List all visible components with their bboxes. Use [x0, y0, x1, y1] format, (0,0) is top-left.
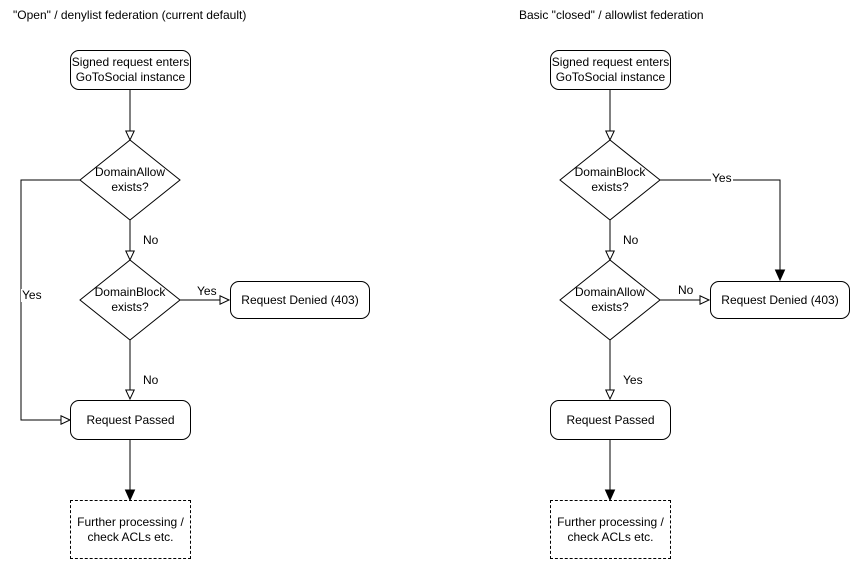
- right-decision1-diamond: [559, 139, 661, 221]
- left-arrowhead-into-passed-side: [60, 415, 72, 425]
- left-arrowhead-into-decision2: [125, 250, 135, 262]
- right-decision1-label: DomainBlock exists?: [574, 165, 646, 194]
- right-arrowhead-into-passed: [605, 389, 615, 401]
- left-decision2-yes-label: Yes: [196, 284, 218, 298]
- left-arrowhead-into-denied: [219, 295, 231, 305]
- left-decision2-no-label: No: [142, 373, 160, 387]
- left-decision1-no-label: No: [142, 233, 160, 247]
- left-further-node: Further processing / check ACLs etc.: [70, 500, 191, 559]
- right-decision1-no-label: No: [622, 233, 640, 247]
- right-arrowhead-into-decision2: [605, 250, 615, 262]
- left-arrowhead-into-decision1: [125, 130, 135, 142]
- right-diagram-title: Basic "closed" / allowlist federation: [519, 8, 704, 22]
- right-denied-node: Request Denied (403): [710, 281, 850, 319]
- left-arrowhead-into-passed: [125, 389, 135, 401]
- right-decision2-label: DomainAllow exists?: [574, 285, 646, 314]
- right-decision2-diamond: [559, 259, 661, 341]
- left-denied-node: Request Denied (403): [230, 281, 370, 319]
- left-decision1-label: DomainAllow exists?: [94, 165, 166, 194]
- left-diagram-title: "Open" / denylist federation (current de…: [13, 8, 247, 22]
- right-arrowhead-into-decision1: [605, 130, 615, 142]
- left-decision2-diamond: [79, 259, 181, 341]
- left-decision1-yes-label: Yes: [21, 288, 43, 302]
- right-decision2-no-label: No: [677, 283, 695, 297]
- right-decision2-yes-label: Yes: [622, 373, 644, 387]
- left-passed-node: Request Passed: [70, 400, 191, 440]
- right-decision1-yes-label: Yes: [711, 171, 733, 185]
- right-passed-node: Request Passed: [550, 400, 671, 440]
- right-further-node: Further processing / check ACLs etc.: [550, 500, 671, 559]
- left-decision1-diamond: [79, 139, 181, 221]
- right-start-node: Signed request enters GoToSocial instanc…: [550, 50, 671, 90]
- left-decision2-label: DomainBlock exists?: [94, 285, 166, 314]
- left-arrowhead-into-further: [124, 489, 136, 502]
- right-arrowhead-into-denied-top: [774, 269, 786, 282]
- right-arrowhead-into-further: [604, 489, 616, 502]
- left-start-node: Signed request enters GoToSocial instanc…: [70, 50, 191, 90]
- right-connector-decision1-yes: [660, 179, 781, 271]
- right-arrowhead-into-denied: [699, 295, 711, 305]
